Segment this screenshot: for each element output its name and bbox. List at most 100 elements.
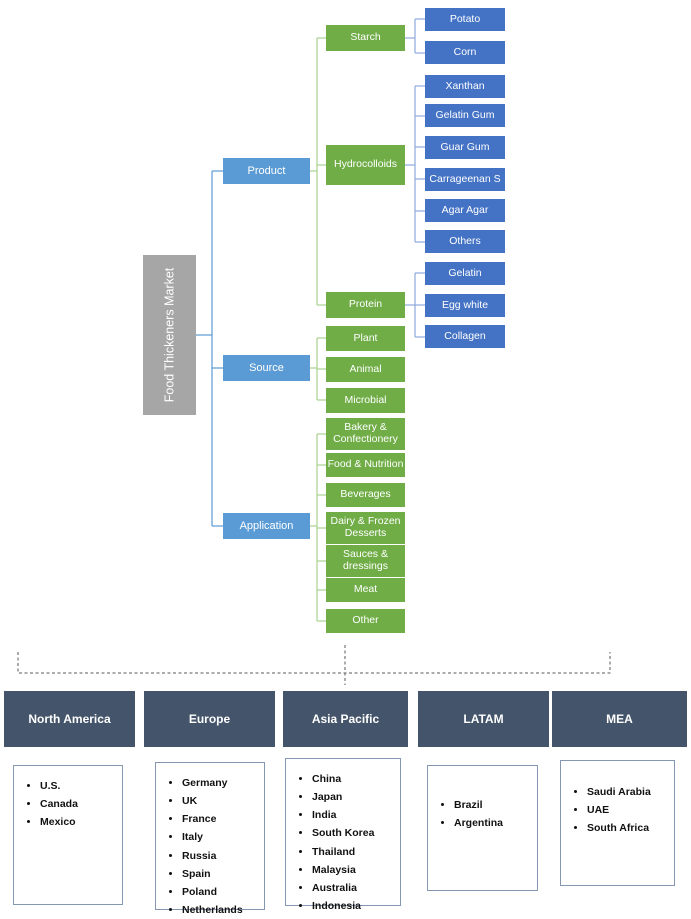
- category-node-product[interactable]: Product: [223, 158, 310, 184]
- leaf-label: Xanthan: [445, 79, 485, 92]
- country-list-item: India: [312, 809, 400, 822]
- leaf-label: Gelatin Gum: [435, 108, 495, 121]
- country-list-item: South Korea: [312, 827, 400, 840]
- segment-label: Hydrocolloids: [333, 158, 398, 171]
- region-name: Europe: [188, 712, 231, 726]
- segment-label: Dairy & Frozen Desserts: [330, 515, 401, 539]
- segment-label: Meat: [353, 583, 378, 596]
- country-list-item: Thailand: [312, 846, 400, 859]
- country-list-item: UAE: [587, 804, 674, 817]
- country-list-item: Mexico: [40, 816, 122, 829]
- country-list-item: Germany: [182, 777, 264, 790]
- region-header-latam[interactable]: LATAM: [417, 690, 550, 748]
- country-list-item: Australia: [312, 882, 400, 895]
- root-node[interactable]: Food Thickeners Market: [143, 255, 196, 415]
- country-list-item: China: [312, 773, 400, 786]
- country-list: Saudi ArabiaUAE South Africa: [561, 761, 674, 850]
- segment-label: Starch: [350, 31, 381, 44]
- segment-label: Sauces & dressings: [343, 548, 388, 572]
- leaf-node-guar-gum[interactable]: Guar Gum: [425, 136, 505, 159]
- segment-label: Microbial: [344, 393, 387, 406]
- segment-node-plant[interactable]: Plant: [326, 326, 405, 351]
- country-list-item: Netherlands: [182, 904, 264, 917]
- leaf-node-egg-white[interactable]: Egg white: [425, 294, 505, 317]
- category-label: Application: [239, 519, 294, 532]
- category-label: Source: [249, 361, 284, 374]
- segment-node-food-nutrition[interactable]: Food & Nutrition: [326, 453, 405, 477]
- country-list-item: Italy: [182, 831, 264, 844]
- leaf-label: Egg white: [441, 298, 489, 311]
- segment-node-protein[interactable]: Protein: [326, 292, 405, 318]
- leaf-node-gelatin[interactable]: Gelatin: [425, 262, 505, 285]
- region-country-list-europe: GermanyUK FranceItalyRussiaSpainPolandNet…: [155, 762, 265, 916]
- region-country-list-latam: BrazilArgentina: [427, 765, 538, 891]
- segment-node-other[interactable]: Other: [326, 609, 405, 633]
- segment-node-starch[interactable]: Starch: [326, 25, 405, 51]
- region-header-europe[interactable]: Europe: [143, 690, 276, 748]
- region-name: MEA: [606, 712, 633, 726]
- region-name: LATAM: [463, 712, 504, 726]
- segment-label: Other: [352, 614, 379, 627]
- country-list-item: U.S.: [40, 780, 122, 793]
- country-list-item: Russia: [182, 850, 264, 863]
- leaf-label: Agar Agar: [441, 203, 489, 216]
- leaf-node-potato[interactable]: Potato: [425, 8, 505, 31]
- leaf-label: Others: [449, 234, 481, 247]
- country-list-item: Malaysia: [312, 864, 400, 877]
- leaf-node-carrageenan-s[interactable]: Carrageenan S: [425, 168, 505, 191]
- root-node-label: Food Thickeners Market: [162, 267, 177, 403]
- country-list-item: Indonesia: [312, 900, 400, 913]
- region-header-asia-pacific[interactable]: Asia Pacific: [282, 690, 409, 748]
- region-country-list-asia-pacific: ChinaJapanIndiaSouth KoreaThailandMalays…: [285, 758, 401, 912]
- country-list-item: Saudi Arabia: [587, 786, 674, 799]
- leaf-label: Gelatin: [448, 266, 482, 279]
- region-header-mea[interactable]: MEA: [551, 690, 688, 748]
- country-list-item: Canada: [40, 798, 122, 811]
- segment-node-meat[interactable]: Meat: [326, 578, 405, 602]
- leaf-node-corn[interactable]: Corn: [425, 41, 505, 64]
- segment-node-hydrocolloids[interactable]: Hydrocolloids: [326, 145, 405, 185]
- country-list: BrazilArgentina: [428, 766, 537, 845]
- category-node-source[interactable]: Source: [223, 355, 310, 381]
- segment-node-microbial[interactable]: Microbial: [326, 388, 405, 413]
- segment-node-bakery-confectionery[interactable]: Bakery & Confectionery: [326, 418, 405, 450]
- segment-label: Bakery & Confectionery: [333, 421, 398, 445]
- leaf-node-xanthan[interactable]: Xanthan: [425, 75, 505, 98]
- leaf-node-gelatin-gum[interactable]: Gelatin Gum: [425, 104, 505, 127]
- region-country-list-north-america: U.S. CanadaMexico: [13, 765, 123, 905]
- leaf-label: Corn: [453, 45, 477, 58]
- country-list-item: UK: [182, 795, 264, 808]
- region-country-list-mea: Saudi ArabiaUAE South Africa: [560, 760, 675, 886]
- leaf-node-agar-agar[interactable]: Agar Agar: [425, 199, 505, 222]
- country-list-item: Poland: [182, 886, 264, 899]
- country-list: ChinaJapanIndiaSouth KoreaThailandMalays…: [286, 759, 400, 919]
- leaf-label: Guar Gum: [440, 140, 490, 153]
- segment-label: Beverages: [340, 488, 391, 501]
- country-list-item: Argentina: [454, 817, 537, 830]
- category-node-application[interactable]: Application: [223, 513, 310, 539]
- country-list-item: Brazil: [454, 799, 537, 812]
- country-list: U.S. CanadaMexico: [14, 766, 122, 844]
- country-list: GermanyUK FranceItalyRussiaSpainPolandNet…: [156, 763, 264, 919]
- country-list-item: South Africa: [587, 822, 674, 835]
- segment-label: Food & Nutrition: [327, 458, 404, 471]
- segment-label: Plant: [353, 331, 378, 344]
- leaf-node-collagen[interactable]: Collagen: [425, 325, 505, 348]
- region-name: North America: [28, 712, 111, 726]
- segment-node-animal[interactable]: Animal: [326, 357, 405, 382]
- segment-label: Animal: [349, 362, 382, 375]
- segment-node-sauces-dressings[interactable]: Sauces & dressings: [326, 545, 405, 577]
- category-label: Product: [247, 164, 286, 177]
- segment-node-beverages[interactable]: Beverages: [326, 483, 405, 507]
- segment-node-dairy-frozen-desserts[interactable]: Dairy & Frozen Desserts: [326, 512, 405, 544]
- region-name: Asia Pacific: [311, 712, 380, 726]
- country-list-item: Spain: [182, 868, 264, 881]
- segment-label: Protein: [348, 298, 383, 311]
- region-header-north-america[interactable]: North America: [3, 690, 136, 748]
- country-list-item: France: [182, 813, 264, 826]
- leaf-label: Carrageenan S: [429, 172, 501, 185]
- leaf-label: Collagen: [444, 329, 486, 342]
- leaf-node-others[interactable]: Others: [425, 230, 505, 253]
